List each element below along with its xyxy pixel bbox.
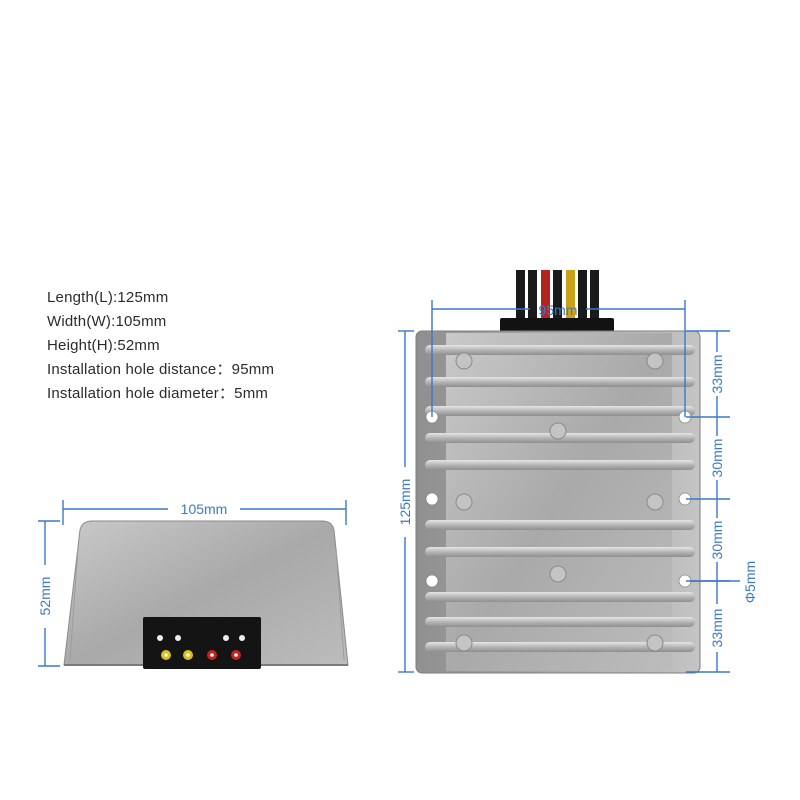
front-height-label: 52mm <box>37 577 53 616</box>
heatsink-fins <box>425 345 695 652</box>
top-housing-center <box>446 333 672 671</box>
mounting-holes <box>425 410 692 588</box>
wire-bundle <box>516 270 599 330</box>
seg1-label: 33mm <box>709 355 725 394</box>
seg4-label: 33mm <box>709 609 725 648</box>
front-view: 105mm 52mm <box>37 500 349 669</box>
spec-height: Height(H):52mm <box>47 337 160 354</box>
top-view: 95mm 125mm 33mm 30mm 30mm 33mm <box>397 270 758 674</box>
hole-spacing-dimensions: 33mm 30mm 30mm 33mm <box>686 330 730 673</box>
seg2-label: 30mm <box>709 439 725 478</box>
cable-gland <box>500 318 614 334</box>
hole-distance-label: 95mm <box>539 302 578 318</box>
front-width-label: 105mm <box>181 501 228 517</box>
spec-length: Length(L):125mm <box>47 289 169 306</box>
front-housing <box>63 520 349 666</box>
front-height-dimension: 52mm <box>37 520 60 667</box>
top-length-label: 125mm <box>397 479 413 526</box>
connector-pins <box>157 635 245 660</box>
front-width-dimension: 105mm <box>62 500 347 525</box>
connector-block <box>143 617 261 669</box>
hole-diameter-dimension: Φ5mm <box>690 561 758 603</box>
hole-diameter-label: Φ5mm <box>742 561 758 603</box>
spec-hole-diameter: Installation hole diameter：5mm <box>47 385 269 402</box>
spec-hole-distance: Installation hole distance：95mm <box>47 361 275 378</box>
spec-width: Width(W):105mm <box>47 313 167 330</box>
spec-list: Length(L):125mm Width(W):105mm Height(H)… <box>47 286 274 406</box>
seg3-label: 30mm <box>709 521 725 560</box>
hole-distance-dimension: 95mm <box>431 300 686 417</box>
top-length-dimension: 125mm <box>397 330 414 673</box>
screw-heads <box>455 352 664 652</box>
